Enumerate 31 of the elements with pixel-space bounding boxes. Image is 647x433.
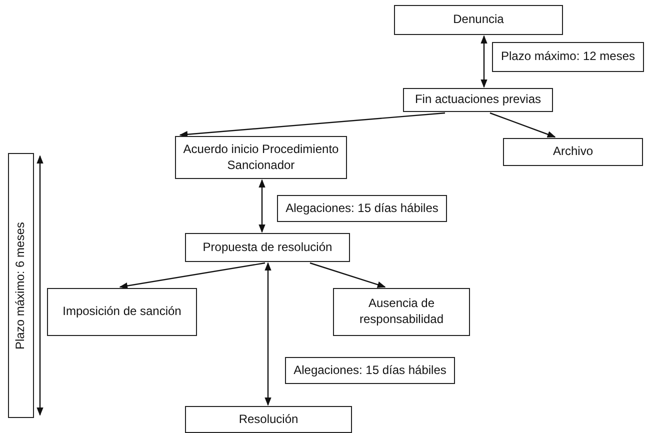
arrow [480,35,488,88]
process-box [185,233,350,262]
arrow [264,262,272,406]
box-label: Fin actuaciones previas [414,92,542,108]
process-box [403,88,553,112]
arrow [490,112,556,138]
process-box [285,357,455,384]
box-label: Resolución [238,412,298,428]
period-box [8,153,34,418]
process-box [333,288,470,336]
box-label: Denuncia [453,12,504,28]
box-label: Imposición de sanción [62,304,182,320]
box-label: Acuerdo inicio Procedimiento Sancionador [182,142,340,174]
box-label: Propuesta de resolución [202,240,332,256]
box-label: Archivo [552,144,593,160]
process-box [394,5,563,35]
arrow [179,112,446,138]
arrow [119,262,266,290]
process-box [492,42,644,72]
process-box [185,406,352,433]
process-box [277,195,447,222]
box-label: Ausencia de responsabilidad [358,296,445,328]
arrow [258,179,266,233]
process-box [47,288,197,336]
box-label: Plazo máximo: 6 meses [13,222,28,350]
process-box [503,138,643,166]
box-label: Alegaciones: 15 días hábiles [286,200,438,216]
box-label: Alegaciones: 15 días hábiles [294,362,446,378]
arrow [310,262,386,288]
process-box [175,136,347,179]
box-label: Plazo máximo: 12 meses [500,49,636,65]
